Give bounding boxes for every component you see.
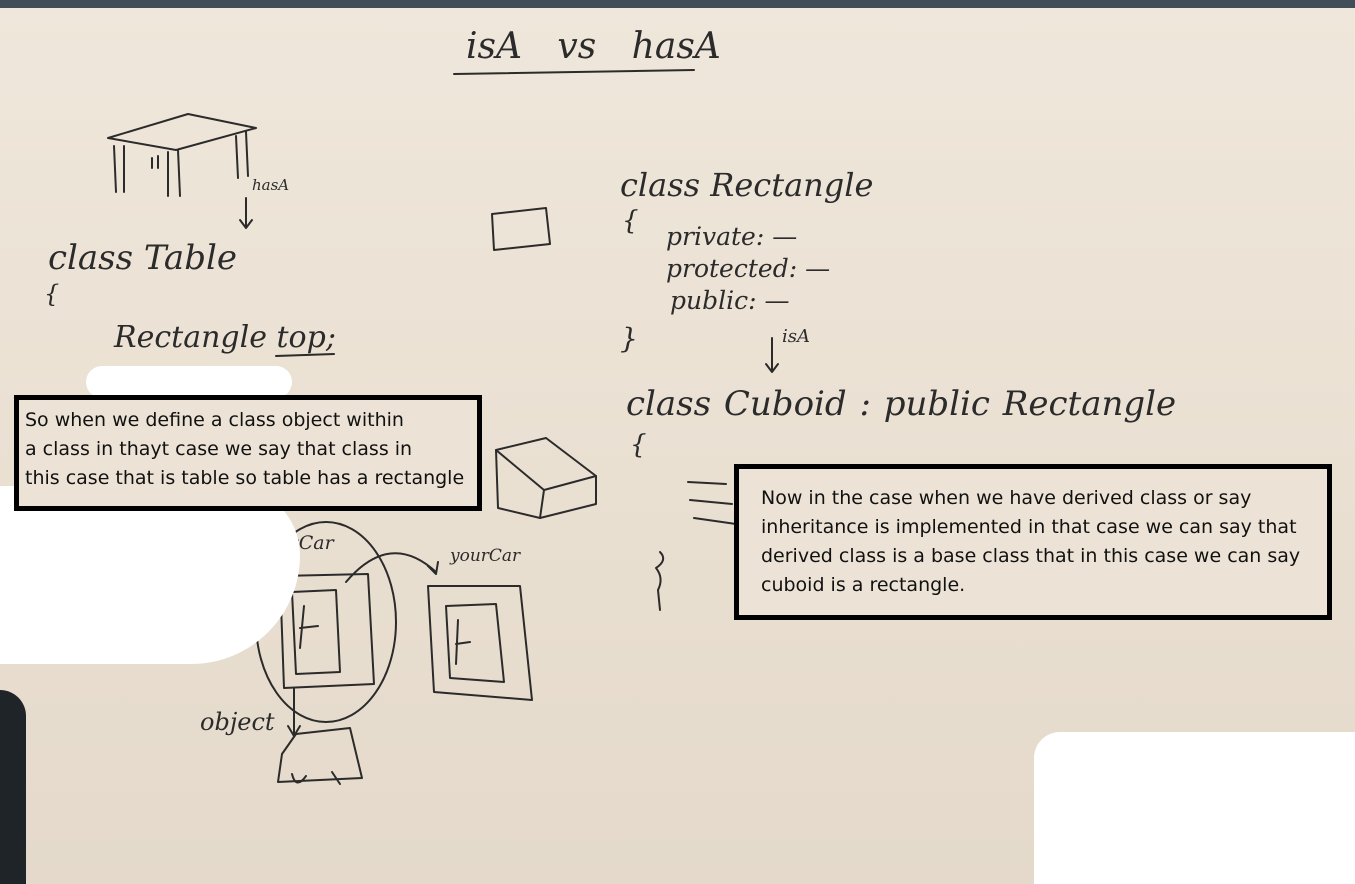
isa-caption-box: Now in the case when we have derived cla… — [734, 464, 1332, 620]
object-arrow — [287, 687, 301, 737]
mycar-box — [279, 573, 375, 689]
rectangle-brace-open: { — [622, 206, 639, 236]
hasa-caption-line: a class in thayt case we say that class … — [25, 438, 413, 460]
rectangle-member-protected: protected: — — [666, 254, 831, 283]
title-underline — [453, 69, 695, 75]
hasa-caption-line: So when we define a class object within — [25, 409, 404, 431]
table-brace-open: { — [44, 280, 60, 308]
object-sketch — [277, 727, 363, 783]
table-class-declaration: class Table — [48, 238, 237, 278]
hasa-caption-line: this case that is table so table has a r… — [25, 467, 465, 489]
mask-blob-left — [0, 486, 300, 664]
mask-blob-bottom-right — [1034, 732, 1355, 884]
rectangle-brace-close: } — [620, 322, 638, 355]
mask-blob-top — [86, 366, 292, 398]
rectangle-sketch — [491, 207, 551, 251]
yourcar-label: yourCar — [450, 546, 521, 566]
isa-caption-line: inheritance is implemented in that case … — [761, 516, 1297, 538]
isa-arrow — [765, 337, 779, 373]
yourcar-box — [427, 585, 533, 701]
rectangle-member-private: private: — — [666, 222, 798, 251]
hasa-caption-box: So when we define a class object within … — [14, 395, 482, 511]
object-label: object — [200, 708, 275, 736]
rectangle-class-declaration: class Rectangle — [620, 166, 874, 204]
hasa-arrow-label: hasA — [252, 176, 290, 194]
isa-arrow-label: isA — [782, 326, 810, 347]
cuboid-brace-open: { — [630, 430, 647, 460]
table-sketch — [107, 113, 257, 197]
top-bar — [0, 0, 1355, 8]
presenter-shadow — [0, 690, 26, 884]
hasa-arrow — [239, 197, 253, 229]
board-title: isA vs hasA — [466, 26, 721, 67]
cuboid-class-declaration: class Cuboid : public Rectangle — [626, 384, 1177, 424]
rectangle-member-public: public: — — [670, 286, 790, 315]
isa-caption-line: Now in the case when we have derived cla… — [761, 487, 1252, 509]
isa-caption-line: derived class is a base class that in th… — [761, 545, 1301, 567]
isa-caption-line: cuboid is a rectangle. — [761, 574, 966, 596]
cuboid-sketch — [495, 437, 597, 519]
reference-arrow — [345, 552, 439, 583]
cuboid-brace-close — [655, 551, 665, 611]
cuboid-brace-close-text: } — [664, 540, 665, 541]
table-member: Rectangle top; — [114, 320, 336, 355]
